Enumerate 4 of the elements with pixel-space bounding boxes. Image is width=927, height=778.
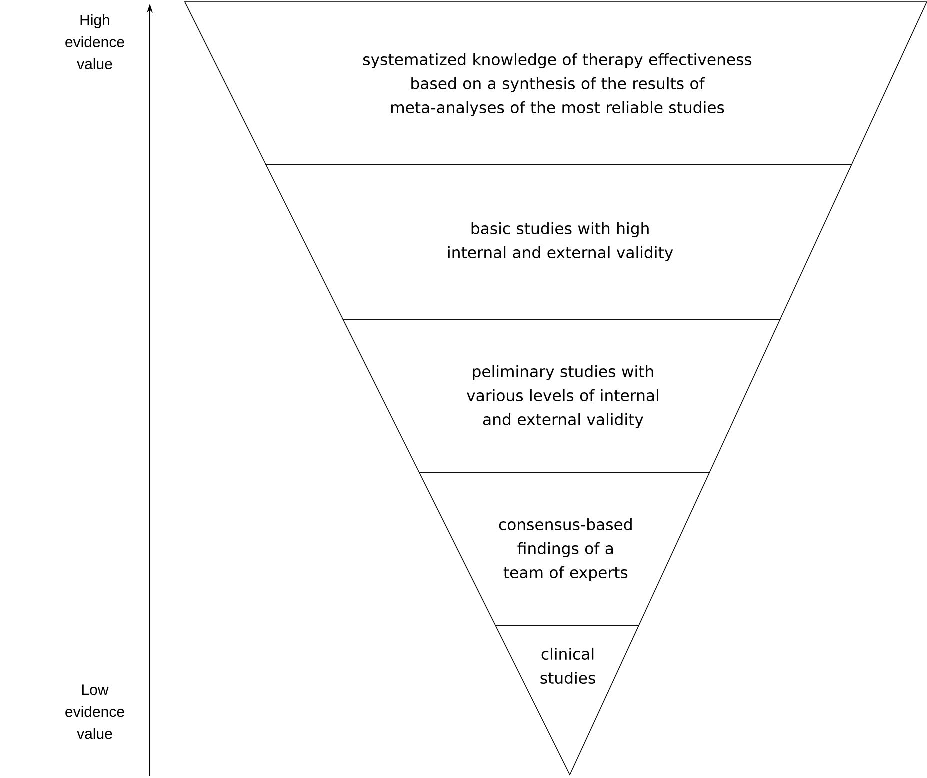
funnel-band: basic studies with high internal and external validity [266,164,852,320]
node-label: clinical studies [540,648,596,684]
axis-label: Low evidence value [66,684,124,740]
axis-label: High evidence value [66,14,124,70]
